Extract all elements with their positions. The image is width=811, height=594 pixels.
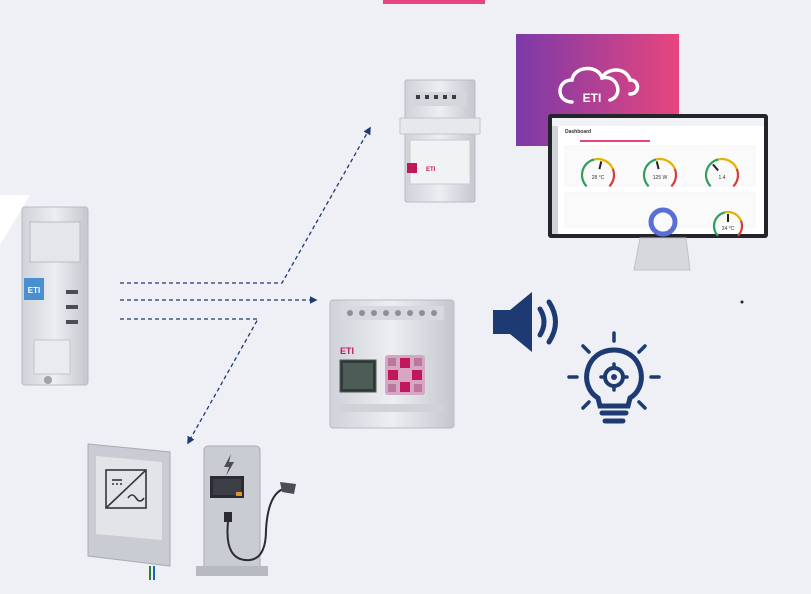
ev-charger-device	[196, 445, 296, 576]
bottom-gauge: 24 °C	[712, 210, 744, 237]
gauge-3-arc	[732, 168, 740, 188]
dashboard-ring	[648, 207, 678, 237]
gauge-2-needle	[655, 161, 660, 170]
gauge-1-value: 28 °C	[592, 175, 605, 181]
gauge-3-value: 1.4	[719, 175, 726, 181]
top-tab	[383, 0, 485, 4]
din-module-brand: ETI	[426, 167, 436, 173]
gauge-3-arc	[718, 157, 738, 170]
speaker-icon	[493, 292, 558, 352]
fuse-holder-device: ETI	[21, 206, 89, 386]
small-dot	[740, 300, 744, 304]
cloud-icon	[558, 66, 640, 104]
inverter-sine-icon	[105, 469, 147, 509]
plc-keypad	[385, 355, 425, 395]
bottom-gauge-arc	[724, 210, 742, 222]
inverter-device	[87, 443, 171, 580]
gauge-3-arc	[704, 158, 719, 188]
gauge-2-value: 125 W	[653, 175, 668, 181]
bottom-gauge-arc	[737, 220, 744, 237]
link-to-din-module	[120, 126, 371, 284]
plc-controller: ETI	[329, 299, 455, 429]
cloud-brand: ETI	[583, 91, 602, 105]
charger-cable	[226, 487, 287, 562]
dashboard-title: Dashboard	[565, 129, 591, 135]
connection-lines	[120, 126, 371, 445]
gauge-2-arc	[642, 158, 657, 188]
gauge-1-arc	[580, 158, 595, 188]
gauge-2-arc	[656, 157, 676, 170]
svg-text:ETI: ETI	[28, 286, 40, 295]
gauge-1-needle	[598, 161, 603, 170]
gauge-2-arc	[670, 168, 678, 188]
din-rail-module: ETI	[399, 79, 481, 203]
bottom-gauge-arc	[712, 211, 726, 237]
dashboard-monitor: Dashboard 28 °C 125 W 1.4 24 °C	[548, 114, 768, 271]
gauge-3-needle	[712, 163, 719, 172]
link-to-inverter	[120, 318, 260, 445]
gauge-1-arc	[594, 157, 614, 170]
lightbulb-gear-icon	[567, 331, 661, 424]
plc-brand: ETI	[340, 346, 354, 356]
gauge-row: 28 °C 125 W 1.4	[580, 157, 740, 188]
gauge-1-arc	[608, 168, 616, 188]
bottom-gauge-value: 24 °C	[722, 226, 735, 232]
lightning-icon	[224, 454, 234, 476]
